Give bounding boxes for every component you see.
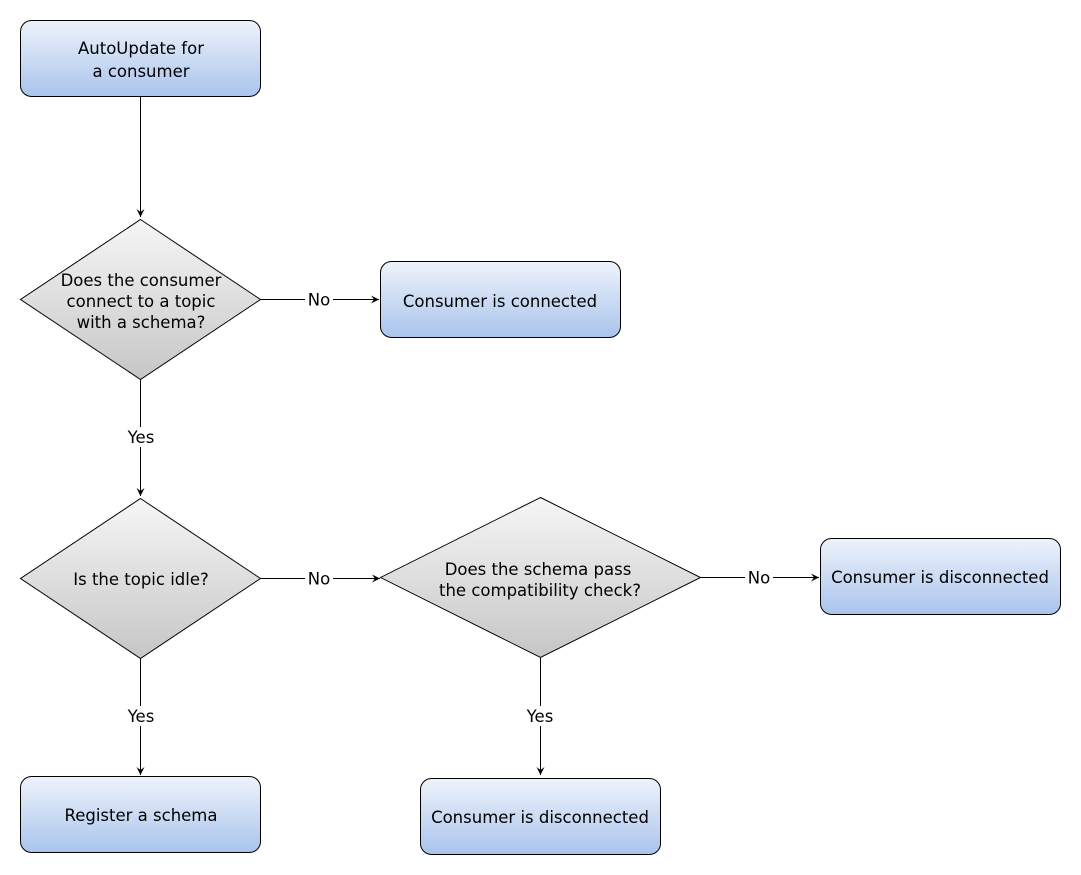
- node-decision-compat: Does the schema pass the compatibility c…: [379, 496, 702, 659]
- node-start-line-2: a consumer: [92, 62, 189, 81]
- node-disconnected-bottom: Consumer is disconnected: [420, 778, 661, 855]
- node-decision-idle: Is the topic idle?: [19, 497, 262, 660]
- edge-label-compat-yes: Yes: [526, 707, 554, 726]
- node-connected-label: Consumer is connected: [403, 292, 597, 311]
- edge-label-compat-no: No: [748, 569, 770, 588]
- node-disconnected-right: Consumer is disconnected: [820, 538, 1061, 615]
- edge-labels: No Yes No Yes No Yes: [122, 290, 773, 726]
- node-register-label: Register a schema: [65, 806, 218, 825]
- edge-label-schema-yes: Yes: [127, 428, 155, 447]
- node-start: AutoUpdate for a consumer: [20, 20, 261, 97]
- connectors: [136, 97, 819, 775]
- node-connected: Consumer is connected: [380, 261, 621, 338]
- edge-label-idle-yes: Yes: [127, 707, 155, 726]
- decision-compat-line-2: the compatibility check?: [439, 581, 641, 600]
- node-decision-schema: Does the consumer connect to a topic wit…: [19, 218, 262, 381]
- decision-compat-line-1: Does the schema pass: [445, 560, 632, 579]
- edge-label-idle-no: No: [308, 570, 330, 589]
- node-register: Register a schema: [20, 776, 261, 853]
- node-start-line-1: AutoUpdate for: [78, 39, 204, 58]
- decision-idle-label: Is the topic idle?: [73, 570, 209, 589]
- decision-schema-line-3: with a schema?: [77, 313, 206, 332]
- node-disconnected-right-label: Consumer is disconnected: [831, 568, 1049, 587]
- edge-label-schema-no: No: [308, 291, 330, 310]
- decision-schema-line-2: connect to a topic: [67, 292, 216, 311]
- decision-schema-line-1: Does the consumer: [61, 271, 222, 290]
- node-disconnected-bottom-label: Consumer is disconnected: [431, 808, 649, 827]
